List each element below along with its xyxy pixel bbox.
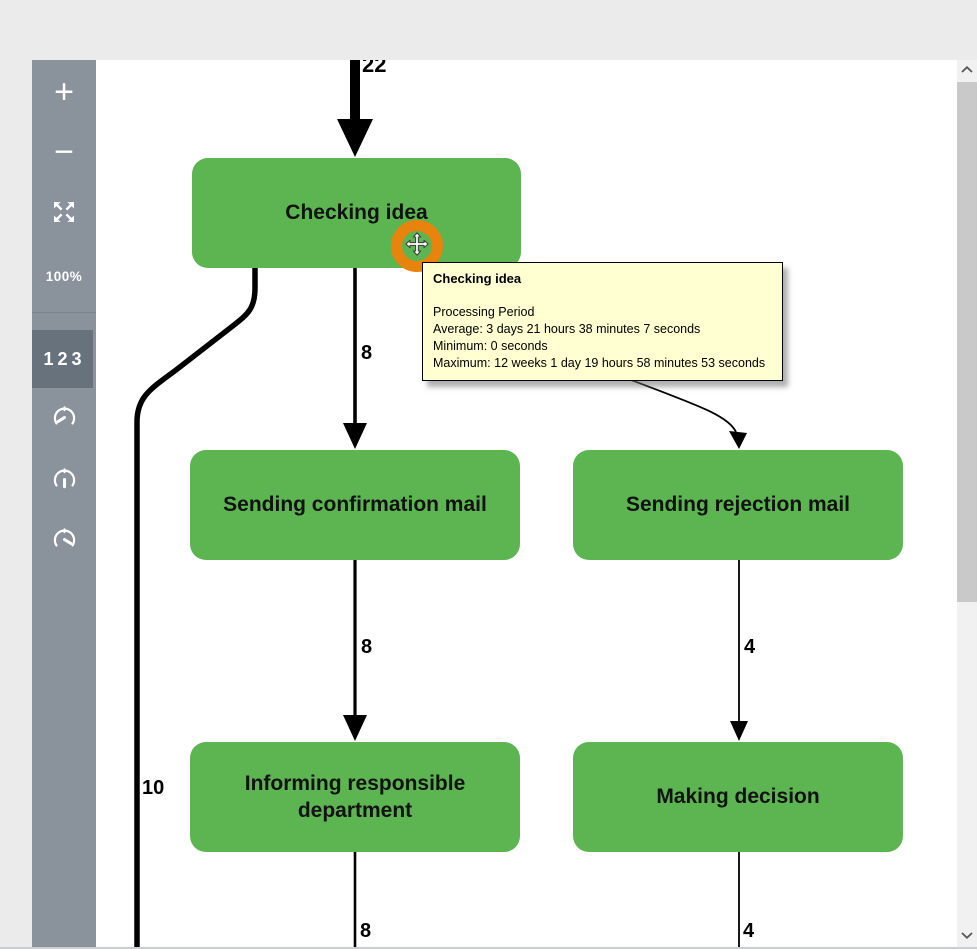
- node-tooltip: Checking idea Processing Period Average:…: [422, 262, 783, 381]
- edges-layer: [134, 60, 748, 949]
- gauge-high-icon: [51, 528, 78, 557]
- zoom-out-button[interactable]: −: [32, 122, 96, 183]
- tooltip-average: Average: 3 days 21 hours 38 minutes 7 se…: [433, 322, 701, 336]
- tooltip-title: Checking idea: [433, 271, 522, 286]
- edge-label-left-bypass: 10: [142, 777, 165, 799]
- gauge-low-icon: [51, 406, 78, 435]
- node-sending-rejection-mail[interactable]: Sending rejection mail: [573, 450, 903, 560]
- zoom-in-button[interactable]: +: [32, 62, 96, 123]
- vertical-scrollbar[interactable]: [957, 60, 977, 949]
- expand-arrows-icon: [51, 199, 77, 230]
- zoom-level-indicator[interactable]: 100%: [45, 269, 83, 284]
- minus-icon: −: [54, 133, 74, 171]
- edge-label-confirmation-to-informing: 8: [361, 636, 373, 658]
- process-map-canvas[interactable]: Checking idea Sending confirmation mail …: [96, 60, 958, 949]
- scroll-down-button[interactable]: [957, 926, 977, 946]
- edge-label-out-of-informing: 8: [360, 920, 372, 942]
- node-making-decision[interactable]: Making decision: [573, 742, 903, 852]
- max-duration-view-button[interactable]: [32, 512, 96, 573]
- tooltip-minimum: Minimum: 0 seconds: [433, 339, 548, 353]
- edge-label-into-checking-idea: 22: [362, 60, 387, 77]
- tooltip-section-label: Processing Period: [433, 305, 535, 319]
- map-toolbar: + − 100% 123: [32, 60, 96, 949]
- node-checking-idea[interactable]: Checking idea: [192, 158, 521, 268]
- tooltip-maximum: Maximum: 12 weeks 1 day 19 hours 58 minu…: [433, 356, 766, 370]
- node-drag-handle[interactable]: [391, 220, 443, 272]
- fit-to-screen-button[interactable]: [32, 184, 96, 245]
- frequency-view-button[interactable]: 123: [32, 330, 93, 388]
- avg-duration-view-button[interactable]: [32, 452, 96, 513]
- window-bottom-edge: [0, 947, 977, 949]
- move-cursor-icon: [405, 231, 429, 261]
- chevron-down-icon: [960, 927, 974, 945]
- node-informing-responsible-department[interactable]: Informing responsible department: [190, 742, 520, 852]
- scrollbar-thumb[interactable]: [957, 82, 977, 602]
- edge-label-rejection-to-decision: 4: [744, 636, 756, 658]
- gauge-mid-icon: [51, 468, 78, 497]
- chevron-up-icon: [960, 61, 974, 79]
- min-duration-view-button[interactable]: [32, 390, 96, 451]
- edge-label-checking-to-confirmation: 8: [361, 342, 373, 364]
- plus-icon: +: [54, 73, 74, 111]
- scroll-up-button[interactable]: [957, 60, 977, 80]
- toolbar-divider: [32, 312, 96, 313]
- node-sending-confirmation-mail[interactable]: Sending confirmation mail: [190, 450, 520, 560]
- edge-label-out-of-decision: 4: [743, 920, 755, 942]
